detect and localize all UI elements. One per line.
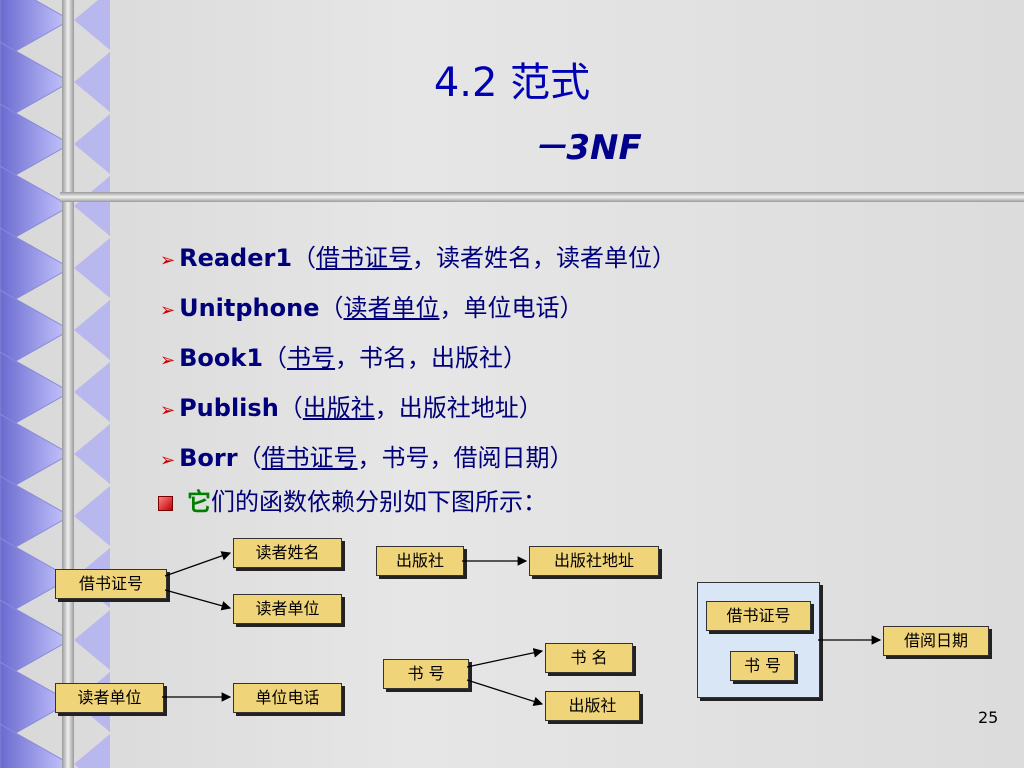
- border-triangle: [0, 413, 72, 495]
- border-triangle: [74, 238, 110, 298]
- border-triangle: [0, 537, 72, 619]
- border-triangle: [0, 165, 72, 247]
- bullet-note: 它们的函数依赖分别如下图所示：: [158, 482, 547, 517]
- primary-key: 借书证号: [261, 444, 358, 472]
- arrow-bullet-icon: ➢: [160, 350, 176, 371]
- border-triangle: [0, 289, 72, 371]
- border-triangle: [0, 723, 72, 768]
- border-triangle: [74, 176, 110, 236]
- relation-name: Unitphone: [179, 294, 320, 322]
- arrow-bookno-to-publisher: [466, 679, 544, 707]
- border-triangle: [74, 486, 110, 546]
- bullet-borr: ➢Borr（借书证号，书号，借阅日期）: [160, 444, 574, 472]
- box-reader-name: 读者姓名: [233, 538, 342, 568]
- box-book-no-2: 书 号: [730, 651, 795, 681]
- square-bullet-icon: [158, 495, 173, 511]
- border-triangle: [74, 114, 110, 174]
- page-number: 25: [978, 708, 999, 727]
- border-triangle: [74, 300, 110, 360]
- arrow-bullet-icon: ➢: [160, 250, 176, 271]
- arrow-bullet-icon: ➢: [160, 450, 176, 471]
- border-triangle: [0, 475, 72, 557]
- bullet-reader1: ➢Reader1（借书证号，读者姓名，读者单位）: [160, 244, 677, 272]
- border-triangle: [74, 52, 110, 112]
- border-triangle: [74, 0, 110, 50]
- arrow-bookno-to-title: [466, 648, 544, 668]
- bullet-unitphone: ➢Unitphone（读者单位，单位电话）: [160, 294, 584, 322]
- border-triangle: [74, 362, 110, 422]
- border-triangle: [0, 661, 72, 743]
- border-triangle: [74, 610, 110, 670]
- box-borrow-card-no-2: 借书证号: [706, 601, 811, 631]
- horizontal-divider: [60, 192, 1024, 202]
- primary-key: 借书证号: [316, 244, 413, 272]
- relation-name: Book1: [179, 344, 264, 372]
- decorative-border: [0, 0, 110, 768]
- box-reader-unit-2: 读者单位: [55, 683, 164, 713]
- primary-key: 读者单位: [343, 294, 440, 322]
- border-triangle: [0, 41, 72, 123]
- arrow-bullet-icon: ➢: [160, 300, 176, 321]
- border-triangle: [74, 734, 110, 768]
- page-title: 4.2 范式: [433, 60, 591, 106]
- box-borrow-card-no: 借书证号: [55, 569, 167, 599]
- relation-name: Reader1: [179, 244, 293, 272]
- arrow-card-to-unit: [164, 589, 232, 611]
- border-triangle: [0, 227, 72, 309]
- border-triangle: [0, 0, 72, 61]
- primary-key: 书号: [287, 344, 336, 372]
- arrow-card-to-name: [164, 551, 232, 577]
- primary-key: 出版社: [302, 394, 375, 422]
- box-book-title: 书 名: [545, 643, 633, 673]
- box-borrow-date: 借阅日期: [883, 626, 989, 656]
- border-triangle: [0, 103, 72, 185]
- box-reader-unit: 读者单位: [233, 594, 342, 624]
- box-publisher-2: 出版社: [545, 691, 640, 721]
- bullet-publish: ➢Publish（出版社，出版社地址）: [160, 394, 543, 422]
- bullet-book1: ➢Book1（书号，书名，出版社）: [160, 344, 528, 372]
- box-publisher: 出版社: [376, 546, 464, 576]
- border-triangle: [0, 351, 72, 433]
- border-triangle: [0, 599, 72, 681]
- arrow-bullet-icon: ➢: [160, 400, 176, 421]
- border-triangle: [74, 424, 110, 484]
- relation-name: Publish: [179, 394, 279, 422]
- box-unit-phone: 单位电话: [233, 683, 342, 713]
- box-book-no: 书 号: [383, 659, 469, 689]
- relation-name: Borr: [179, 444, 238, 472]
- page-subtitle: －3NF: [532, 128, 642, 168]
- box-publisher-address: 出版社地址: [529, 546, 659, 576]
